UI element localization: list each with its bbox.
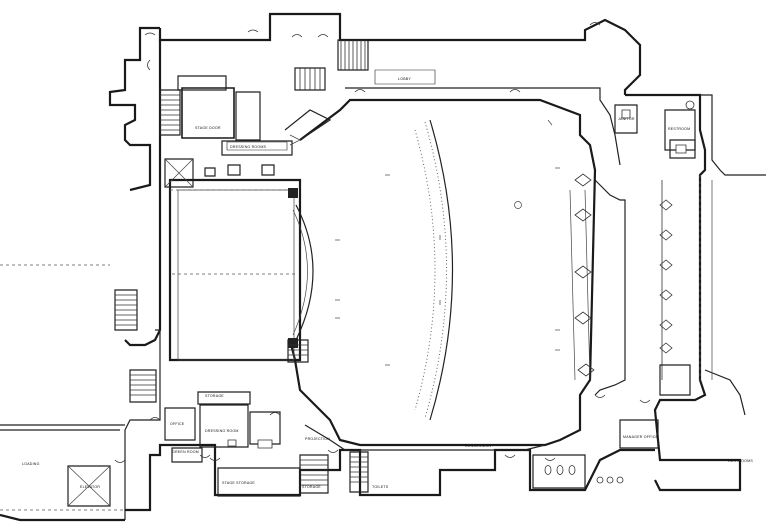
label-restrooms: RESTROOMS [728, 459, 753, 463]
label-loading: LOADING [22, 462, 40, 466]
auditorium-seating [335, 120, 560, 420]
label-office: OFFICE [170, 422, 185, 426]
label-janitor: JANITOR [618, 117, 635, 121]
label-restroom: RESTROOM [668, 127, 690, 131]
stairs [115, 40, 368, 493]
outer-walls [0, 14, 766, 520]
label-projection: PROJECTION [305, 437, 330, 441]
door-swings [115, 23, 650, 463]
upper-right-restrooms [615, 101, 695, 158]
label-box-lobby: LOBBY [375, 70, 435, 84]
label-dressing-room: DRESSING ROOM [205, 429, 239, 433]
label-lobby: LOBBY [398, 77, 411, 81]
site-boundary [0, 175, 712, 510]
backstage-rooms [165, 76, 330, 187]
bottom-left-rooms [68, 392, 300, 506]
stage [170, 180, 313, 360]
label-dressing-rooms: DRESSING ROOMS [230, 145, 267, 149]
bottom-restrooms [533, 365, 690, 488]
label-box-dressing-rooms: DRESSING ROOMS [227, 142, 287, 150]
label-concession: CONCESSION [465, 444, 491, 448]
label-stage-door: STAGE DOOR [195, 126, 221, 130]
label-toilets: TOILETS [372, 485, 389, 489]
auditorium-walls [290, 88, 625, 450]
label-box-stage-door: STAGE DOOR [195, 126, 221, 130]
label-storage-right: STORAGE [302, 485, 321, 489]
right-lobby-doors [575, 174, 672, 380]
room-labels: STAGE DOOR DRESSING ROOMS LOBBY OFFICE S… [22, 70, 753, 489]
label-elevator: ELEVATOR [80, 485, 100, 489]
label-manager-office: MANAGER OFFICE [623, 435, 659, 439]
label-stage-storage: STAGE STORAGE [222, 481, 255, 485]
label-green-room: GREEN ROOM [172, 450, 199, 454]
label-storage: STORAGE [205, 394, 224, 398]
